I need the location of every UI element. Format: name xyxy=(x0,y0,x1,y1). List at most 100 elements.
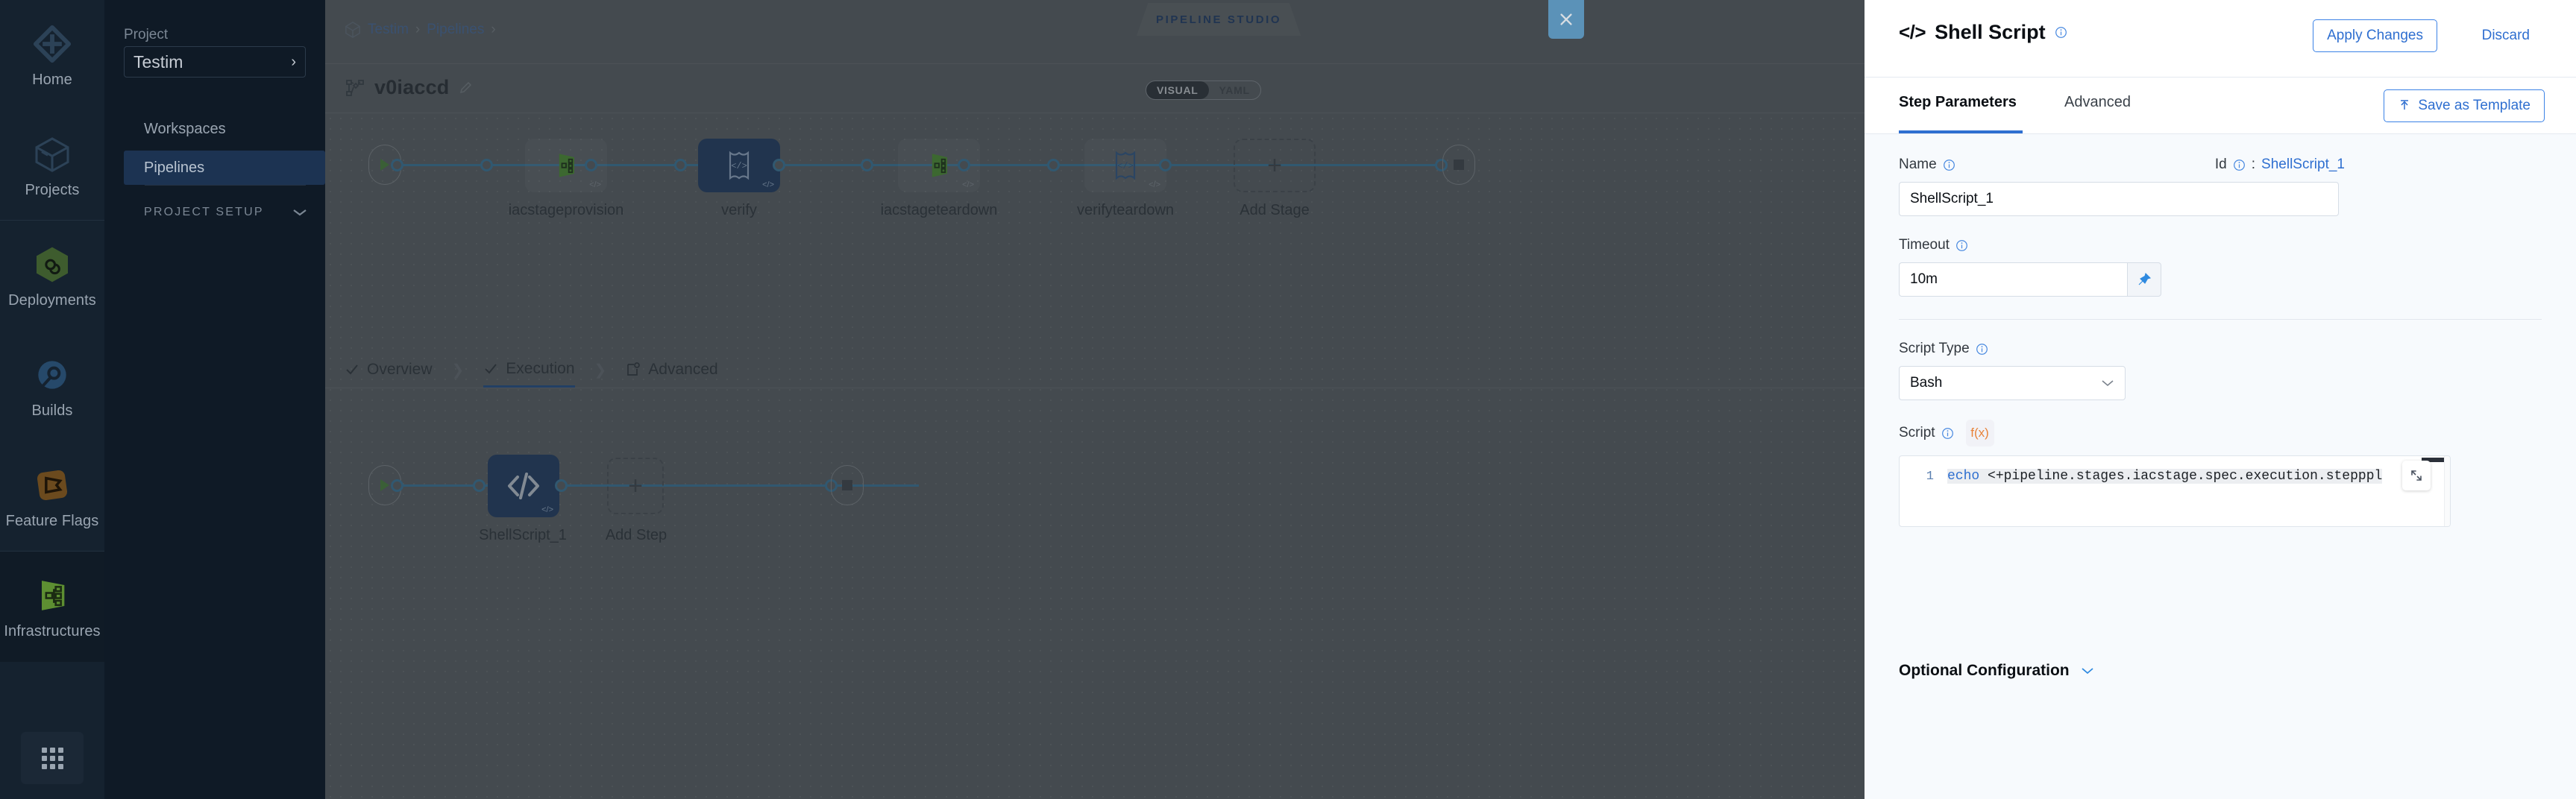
rail-item-home[interactable]: Home xyxy=(0,0,104,110)
stage-label: verifyteardown xyxy=(1076,202,1175,218)
edit-pencil-icon[interactable] xyxy=(458,80,473,95)
timeout-label: Timeout xyxy=(1899,237,2542,253)
expression-fx-button[interactable]: f(x) xyxy=(1965,420,1994,446)
connector-dot xyxy=(773,159,785,171)
project-selector[interactable]: Testim › xyxy=(124,46,306,78)
name-input[interactable] xyxy=(1899,182,2339,216)
pin-runtime-input-button[interactable] xyxy=(2127,262,2161,297)
pipeline-studio-tag: PIPELINE STUDIO xyxy=(1137,3,1301,36)
script-type-label-text: Script Type xyxy=(1899,341,1970,356)
app-grid-icon xyxy=(41,747,63,769)
script-type-label: Script Type xyxy=(1899,341,2542,357)
connector-dot xyxy=(861,159,873,171)
connector-dot xyxy=(480,159,493,171)
script-code-editor[interactable]: 1 echo <+pipeline.stages.iacstage.spec.e… xyxy=(1899,455,2451,527)
stage-connector xyxy=(397,164,1441,166)
step-label: ShellScript_1 xyxy=(479,527,567,543)
code-expression: <+pipeline.stages.iacstage.spec.executio… xyxy=(1979,469,2358,484)
sidebar-item-pipelines[interactable]: Pipelines xyxy=(124,151,325,185)
pin-icon xyxy=(2138,272,2152,285)
code-brackets-icon xyxy=(508,473,539,499)
breadcrumb: Testim › Pipelines › xyxy=(345,21,496,39)
step-row: </> + ShellScript_1 Add Step xyxy=(325,441,1865,543)
timeout-field-group xyxy=(1899,262,2161,297)
home-diamond-icon xyxy=(33,25,72,63)
close-panel-button[interactable] xyxy=(1548,0,1584,39)
pipeline-canvas[interactable]: </> </> </> xyxy=(325,113,1865,799)
rail-item-label: Home xyxy=(32,72,72,88)
visual-yaml-toggle[interactable]: VISUAL YAML xyxy=(1146,80,1261,100)
script-label-row: Script f(x) xyxy=(1899,420,2542,446)
add-step-button[interactable]: + xyxy=(607,458,664,514)
save-as-template-label: Save as Template xyxy=(2418,98,2531,113)
rail-item-deployments[interactable]: Deployments xyxy=(0,221,104,331)
app-grid-button[interactable] xyxy=(21,732,84,784)
infrastructure-icon xyxy=(559,154,574,177)
rail-item-builds[interactable]: Builds xyxy=(0,331,104,441)
tab-step-parameters[interactable]: Step Parameters xyxy=(1899,94,2017,110)
code-keyword: echo xyxy=(1947,469,1980,484)
project-setup-label: PROJECT SETUP xyxy=(144,206,264,218)
expand-editor-button[interactable] xyxy=(2402,461,2431,490)
breadcrumb-bar: Testim › Pipelines › PIPELINE STUDIO xyxy=(325,0,1865,64)
script-stage-icon: </> xyxy=(1115,151,1136,180)
stage-label: iacstageprovision xyxy=(508,202,624,218)
code-brackets-icon: </> xyxy=(1899,21,1926,43)
editor-vertical-scrollbar[interactable] xyxy=(2444,456,2450,526)
optional-configuration-toggle[interactable]: Optional Configuration xyxy=(1899,662,2095,680)
tab-overview[interactable]: Overview xyxy=(345,352,433,388)
rail-item-label: Deployments xyxy=(8,292,96,309)
apply-changes-button[interactable]: Apply Changes xyxy=(2313,19,2437,52)
tab-execution[interactable]: Execution xyxy=(483,352,575,388)
connector-dot xyxy=(391,479,403,492)
tab-advanced[interactable]: Advanced xyxy=(626,352,718,388)
step-id-row: Id : ShellScript_1 xyxy=(2215,157,2345,173)
tab-advanced[interactable]: Advanced xyxy=(2064,94,2131,110)
info-icon[interactable] xyxy=(1955,239,1968,252)
step-config-panel: </> Shell Script Apply Changes Discard S… xyxy=(1865,0,2576,799)
info-icon[interactable] xyxy=(2233,159,2246,171)
rail-item-label: Builds xyxy=(31,402,73,419)
name-label: Name xyxy=(1899,157,2542,173)
stage-type-icon: </> xyxy=(1149,180,1160,189)
breadcrumb-item-testim[interactable]: Testim xyxy=(368,22,409,37)
stage-node-verifyteardown[interactable]: </> </> xyxy=(1084,139,1166,192)
info-icon[interactable] xyxy=(2055,26,2067,39)
infinity-hex-icon xyxy=(37,247,68,282)
stage-node-verify[interactable]: </> </> xyxy=(698,139,780,192)
script-type-select[interactable]: Bash xyxy=(1899,366,2126,400)
build-circle-icon xyxy=(38,361,66,389)
breadcrumb-separator: › xyxy=(415,22,421,37)
sidebar-item-workspaces[interactable]: Workspaces xyxy=(124,112,325,146)
step-tabs: Overview ❯ Execution ❯ Advanced xyxy=(345,352,718,388)
chevron-down-icon xyxy=(2082,668,2093,675)
rail-item-infrastructures[interactable]: Infrastructures xyxy=(0,552,104,662)
sidebar-item-label: Pipelines xyxy=(144,159,205,176)
expand-icon xyxy=(2411,470,2422,481)
toggle-yaml[interactable]: YAML xyxy=(1219,84,1250,96)
add-stage-button[interactable]: + xyxy=(1234,139,1316,192)
editor-horizontal-scrollbar[interactable] xyxy=(2422,458,2444,462)
add-stage-label: Add Stage xyxy=(1240,202,1310,218)
info-icon[interactable] xyxy=(1941,427,1954,440)
project-setup-section[interactable]: PROJECT SETUP xyxy=(144,200,308,225)
step-type-icon: </> xyxy=(541,505,553,514)
flag-icon xyxy=(37,470,68,500)
step-end-node xyxy=(831,465,864,505)
id-value[interactable]: ShellScript_1 xyxy=(2261,157,2345,172)
info-icon[interactable] xyxy=(1976,343,1988,356)
stage-row: </> </> </> xyxy=(325,121,1865,218)
discard-button[interactable]: Discard xyxy=(2481,28,2530,43)
rail-item-feature-flags[interactable]: Feature Flags xyxy=(0,441,104,552)
sidebar-item-label: Workspaces xyxy=(144,120,226,137)
cube-icon xyxy=(35,136,69,172)
rail-item-projects[interactable]: Projects xyxy=(0,110,104,221)
toggle-visual[interactable]: VISUAL xyxy=(1146,81,1209,99)
step-node-shellscript-1[interactable]: </> xyxy=(488,455,559,517)
save-as-template-button[interactable]: Save as Template xyxy=(2384,89,2545,122)
connector-dot xyxy=(1159,159,1172,171)
breadcrumb-item-pipelines[interactable]: Pipelines xyxy=(427,22,485,37)
code-line: 1 echo <+pipeline.stages.iacstage.spec.e… xyxy=(1900,467,2450,486)
timeout-input[interactable] xyxy=(1899,262,2127,297)
info-icon[interactable] xyxy=(1943,159,1955,171)
